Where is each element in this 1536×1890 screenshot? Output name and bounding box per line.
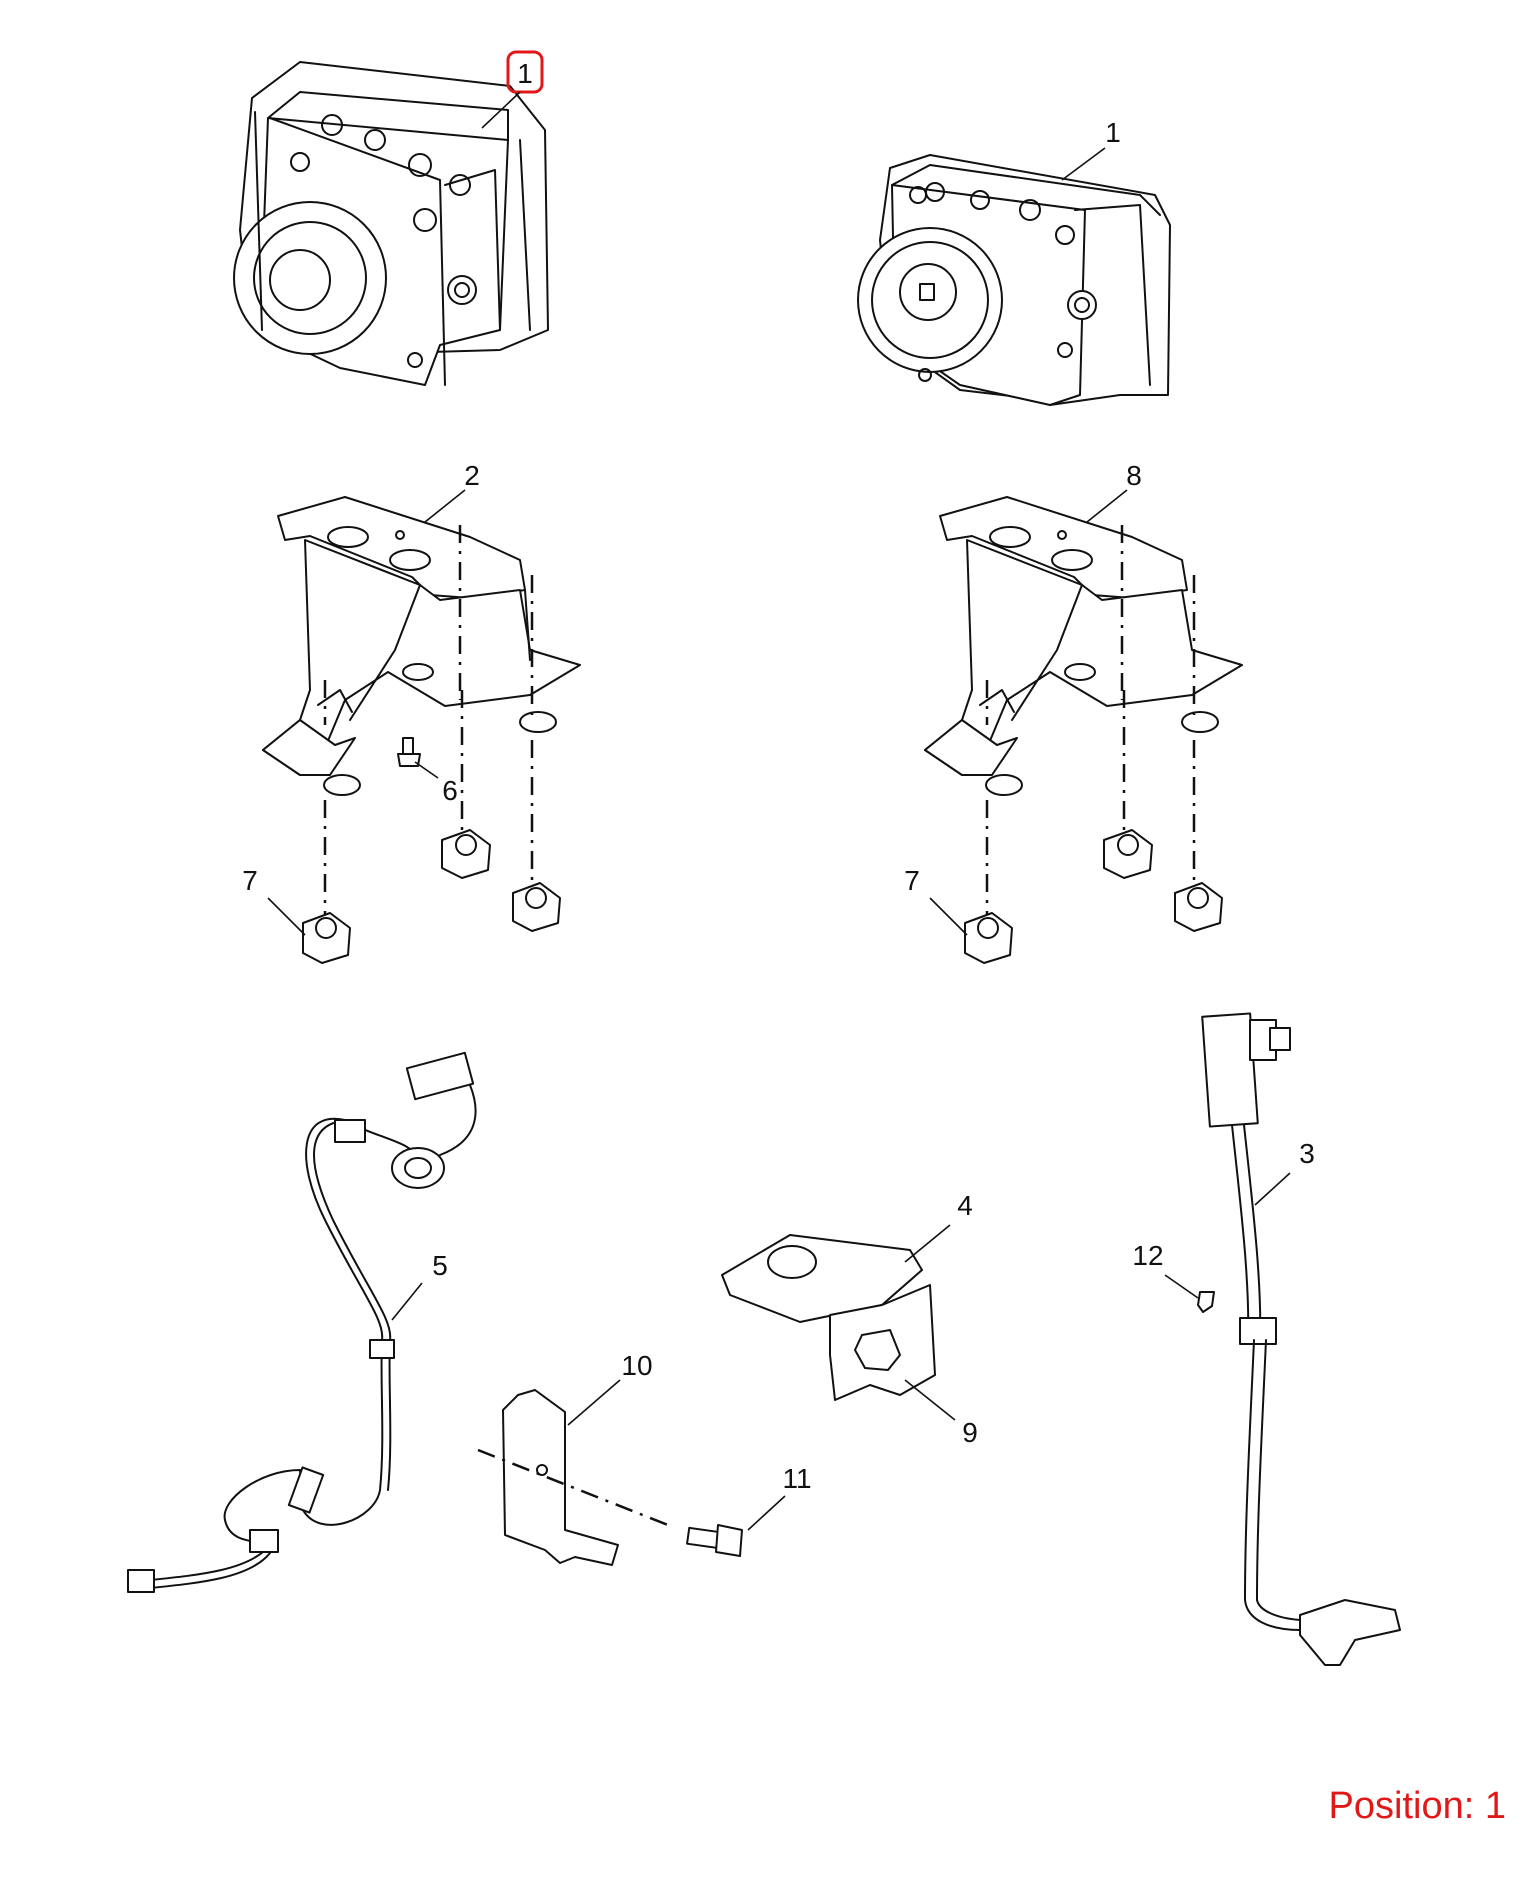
callout-bracket-left: 2	[464, 460, 480, 491]
callout-abs-module-right: 1	[1105, 117, 1121, 148]
callout-insulator-right: 7	[904, 865, 920, 896]
callout-highlight-box	[506, 50, 544, 94]
callout-sensor-bracket: 4	[957, 1190, 973, 1221]
insulator-left-c[interactable]	[302, 912, 351, 964]
callout-front-sensor: 5	[432, 1250, 448, 1281]
sensor-bracket-4[interactable]	[721, 1234, 936, 1401]
abs-module-left[interactable]	[233, 61, 549, 386]
insulator-right-b[interactable]	[1174, 882, 1223, 932]
callout-bolt-9: 9	[962, 1417, 978, 1448]
front-sensor-harness[interactable]	[127, 1051, 477, 1593]
bracket-10[interactable]	[502, 1389, 619, 1566]
callout-bracket-10: 10	[621, 1350, 652, 1381]
insulator-left-a[interactable]	[441, 829, 491, 879]
insulator-right-a[interactable]	[1103, 829, 1153, 879]
insulator-right-c[interactable]	[964, 912, 1013, 964]
abs-module-right[interactable]	[857, 154, 1171, 406]
callout-stud-bolt: 6	[442, 775, 458, 806]
callout-insulator-left: 7	[242, 865, 258, 896]
stud-bolt[interactable]	[397, 737, 421, 767]
bracket-left[interactable]	[262, 496, 581, 796]
callout-bolt-11: 11	[782, 1463, 811, 1494]
callout-rear-sensor: 3	[1299, 1138, 1315, 1169]
position-label: Position: 1	[1328, 1785, 1506, 1827]
callout-abs-module-left: 1	[517, 58, 533, 89]
callout-bracket-right: 8	[1126, 460, 1142, 491]
bolt-11[interactable]	[686, 1524, 743, 1557]
clip-12[interactable]	[1197, 1291, 1215, 1313]
insulator-left-b[interactable]	[512, 882, 561, 932]
bracket-right[interactable]	[924, 496, 1243, 796]
rear-sensor-harness[interactable]	[1201, 1012, 1401, 1666]
callout-clip-12: 12	[1132, 1240, 1163, 1271]
